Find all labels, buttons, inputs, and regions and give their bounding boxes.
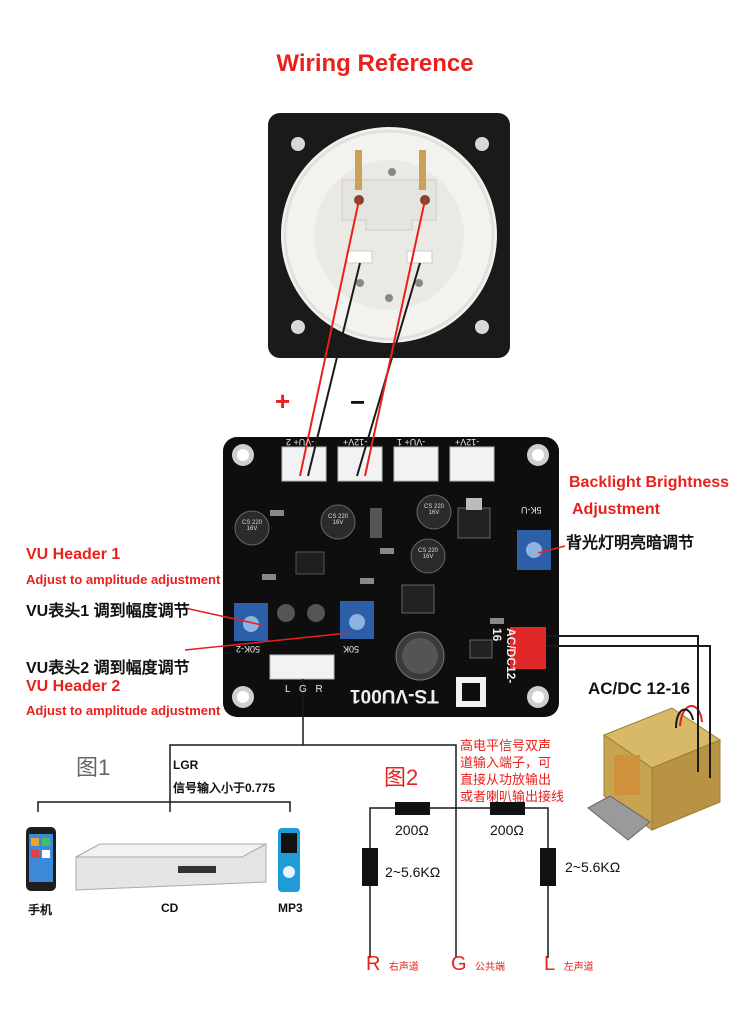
acdc-label: AC/DC 12-16 (588, 679, 691, 698)
header-vu1-silk: -VU+ 1 (397, 437, 426, 447)
vu2-label-cn: VU表头2 调到幅度调节 (26, 660, 190, 677)
fig2-note-line-2: 道输入端子，可 (460, 755, 552, 770)
meter-wires (299, 199, 426, 477)
series-resistor-2-label: 200Ω (490, 822, 524, 838)
page-title: Wiring Reference (276, 50, 474, 77)
terminal-r: R 右声道 (366, 953, 419, 976)
minus-label: − (350, 387, 366, 417)
fig2-resistors (362, 802, 556, 886)
header-12v-a-silk: -12V+ (343, 437, 368, 447)
shunt-resistor-left-label: 2~5.6KΩ (385, 864, 441, 880)
terminal-r-desc: 右声道 (388, 962, 419, 973)
signal-note: 信号输入小于0.775 (173, 781, 276, 795)
device-mp3-label: MP3 (278, 901, 303, 915)
transformer (587, 705, 722, 841)
fig1-wiring (37, 679, 457, 958)
terminal-g: G 公共端 (451, 953, 505, 976)
cap-label-3: CS 220 16V (423, 504, 444, 516)
leader-lines (184, 545, 566, 651)
header-12v-b-silk: -12V+ (455, 437, 480, 447)
vu2-label-en-sub: Adjust to amplitude adjustment (26, 703, 221, 718)
lgr-label: LGR (173, 758, 199, 772)
fig2-circuit (369, 807, 549, 958)
vu1-label-en: VU Header 1 (26, 546, 121, 563)
backlight-label-en-2: Adjustment (572, 501, 660, 518)
cap-label-4: CS 220 16V (417, 548, 438, 560)
terminal-g-letter: G (451, 953, 467, 975)
pot-silk-vu2: 50K-2 (236, 644, 261, 654)
pot-silk-vu1: 50K (343, 644, 360, 654)
fig2-note-line-1: 高电平信号双声 (460, 738, 552, 753)
terminal-l-desc: 左声道 (563, 962, 594, 973)
fig2-note: 高电平信号双声 道输入端子，可 直接从功放输出 或者喇叭输出接线 (460, 737, 564, 805)
backlight-label-cn: 背光灯明亮暗调节 (566, 535, 695, 552)
fig1-label: 图1 (76, 755, 111, 780)
device-cd-label: CD (161, 901, 179, 915)
acdc-wires (546, 635, 711, 778)
shunt-resistor-right-label: 2~5.6KΩ (565, 859, 621, 875)
header-vu2-silk: -VU+ 2 (286, 437, 315, 447)
pot-silk-backlight: 5K-U (521, 505, 542, 515)
plus-label: + (275, 386, 291, 416)
vu-meter (268, 113, 510, 358)
fig2-note-line-4: 或者喇叭输出接线 (460, 789, 565, 804)
cap-label-1: CS 220 16V (241, 520, 262, 532)
board-name: TS-VU001 (350, 685, 439, 706)
fig2-label: 图2 (384, 765, 419, 790)
terminal-l: L 左声道 (544, 953, 594, 976)
acdc-silk: AC/DC12-16 (490, 628, 518, 684)
lgr-silk: L G R (285, 684, 326, 695)
backlight-label-en: Backlight Brightness (569, 474, 730, 491)
terminal-l-letter: L (544, 953, 556, 975)
devices (26, 827, 300, 892)
vu2-label-en: VU Header 2 (26, 678, 121, 695)
series-resistor-1-label: 200Ω (395, 822, 429, 838)
cap-label-2: CS 220 16V (327, 514, 348, 526)
terminal-r-letter: R (366, 953, 381, 975)
vu1-label-en-sub: Adjust to amplitude adjustment (26, 572, 221, 587)
device-phone-label: 手机 (28, 903, 53, 917)
fig2-note-line-3: 直接从功放输出 (460, 772, 552, 787)
vu1-label-cn: VU表头1 调到幅度调节 (26, 603, 190, 620)
terminal-g-desc: 公共端 (475, 962, 506, 973)
